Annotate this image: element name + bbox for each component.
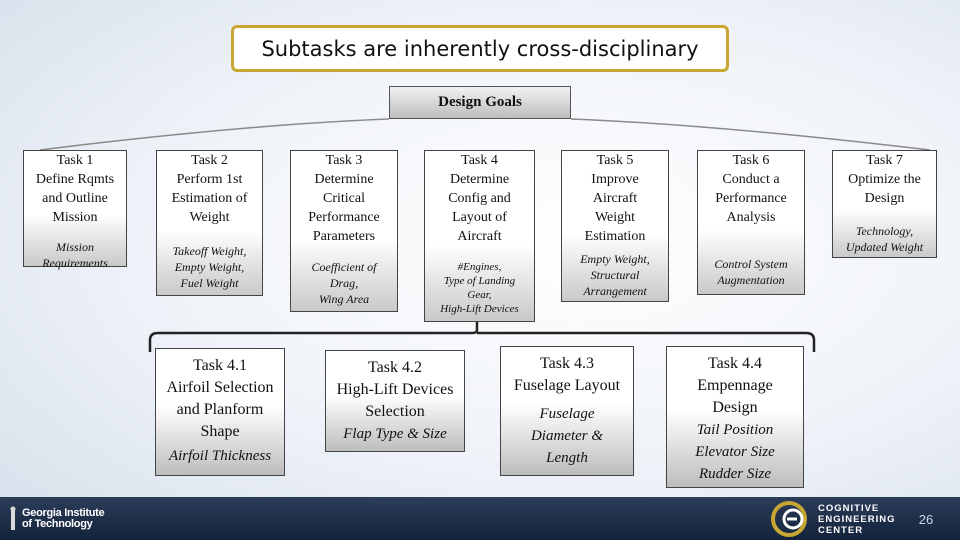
task-1-title: Task 1 bbox=[56, 153, 94, 168]
task-7-desc-line: Optimize the bbox=[848, 172, 921, 187]
task-3-desc-line: Critical bbox=[323, 191, 365, 206]
cec-logo-line: ENGINEERING bbox=[818, 514, 896, 525]
task-2-output-line: Takeoff Weight, bbox=[172, 244, 247, 258]
task-4-desc-line: Aircraft bbox=[457, 229, 502, 244]
task-1-box: Task 1 Define Rqmts and Outline Mission … bbox=[23, 150, 127, 270]
task-3-output-line: Coefficient of bbox=[311, 260, 377, 274]
task-3-output-line: Wing Area bbox=[318, 292, 370, 306]
task-3-desc-line: Parameters bbox=[312, 229, 376, 244]
subtask-4-2-box: Task 4.2 High-Lift Devices Selection Fla… bbox=[325, 350, 465, 452]
task-2-desc-line: Estimation of bbox=[171, 191, 248, 206]
subtask-4-1-title-line: and Planform bbox=[176, 401, 264, 418]
task-4-desc-line: Determine bbox=[449, 172, 510, 187]
task-4-output-line: High-Lift Devices bbox=[440, 303, 519, 315]
task-3-box: Task 3 Determine Critical Performance Pa… bbox=[290, 150, 398, 312]
task-6-box: Task 6 Conduct a Performance Analysis Co… bbox=[697, 150, 805, 295]
subtask-4-4-title-line: Design bbox=[712, 399, 758, 416]
task-7-desc-line: Design bbox=[864, 191, 905, 206]
subtask-4-2-title-line: Task 4.2 bbox=[368, 359, 422, 376]
task-6-desc-line: Conduct a bbox=[722, 172, 780, 187]
task-7-output-line: Updated Weight bbox=[845, 240, 924, 254]
design-goals-box: Design Goals bbox=[389, 86, 571, 119]
cec-emblem-icon bbox=[771, 501, 807, 537]
task-3-title: Task 3 bbox=[325, 153, 363, 168]
subtask-4-4-output-line: Rudder Size bbox=[698, 466, 772, 482]
task-2-output-line: Empty Weight, bbox=[174, 260, 245, 274]
task-2-title: Task 2 bbox=[191, 153, 228, 168]
subtask-4-2-output-line: Flap Type & Size bbox=[343, 426, 447, 442]
cec-logo-line: COGNITIVE bbox=[818, 503, 880, 514]
subtask-4-2-title-line: Selection bbox=[365, 403, 425, 420]
subtask-4-1-title-line: Airfoil Selection bbox=[166, 379, 274, 396]
subtask-4-1-title-line: Task 4.1 bbox=[193, 357, 247, 374]
task-4-output-line: Type of Landing bbox=[443, 275, 516, 287]
task-2-desc-line: Weight bbox=[189, 210, 230, 225]
slide-title: Subtasks are inherently cross-disciplina… bbox=[231, 25, 729, 72]
task-5-desc-line: Aircraft bbox=[592, 191, 638, 206]
task-7-box: Task 7 Optimize the Design Technology, U… bbox=[832, 150, 937, 258]
subtask-4-3-output-line: Fuselage bbox=[539, 406, 595, 422]
task-6-output-line: Control System bbox=[714, 257, 788, 271]
subtask-4-4-box: Task 4.4 Empennage Design Tail Position … bbox=[666, 346, 804, 488]
task-3-output-line: Drag, bbox=[329, 276, 359, 290]
task-6-title: Task 6 bbox=[732, 153, 770, 168]
subtask-4-1-box: Task 4.1 Airfoil Selection and Planform … bbox=[155, 348, 285, 476]
task-4-desc-line: Layout of bbox=[452, 210, 507, 225]
task-1-output-line: Mission bbox=[55, 240, 94, 254]
task-7-title: Task 7 bbox=[866, 153, 903, 168]
gt-logo-line: of Technology bbox=[22, 518, 93, 530]
arc-left bbox=[39, 118, 390, 151]
task-6-desc-line: Analysis bbox=[726, 210, 776, 225]
subtask-4-3-box: Task 4.3 Fuselage Layout Fuselage Diamet… bbox=[500, 346, 634, 476]
task-5-output-line: Empty Weight, bbox=[580, 252, 650, 266]
task-5-output-line: Structural bbox=[590, 268, 640, 282]
subtask-4-4-title-line: Empennage bbox=[697, 377, 773, 394]
task-3-desc-line: Performance bbox=[308, 210, 380, 225]
task-3-desc-line: Determine bbox=[314, 172, 374, 187]
task-2-output-line: Fuel Weight bbox=[180, 276, 239, 290]
cec-logo-line: CENTER bbox=[818, 525, 864, 536]
task-6-desc-line: Performance bbox=[715, 191, 787, 206]
subtask-4-1-title-line: Shape bbox=[200, 423, 240, 440]
task-5-desc-line: Weight bbox=[594, 210, 636, 225]
task-2-box: Task 2 Perform 1st Estimation of Weight … bbox=[156, 150, 263, 296]
subtask-4-4-output-line: Elevator Size bbox=[695, 444, 775, 460]
subtask-4-4-output-line: Tail Position bbox=[696, 422, 774, 438]
task-5-output-line: Arrangement bbox=[583, 284, 647, 298]
task-4-output-line: Gear, bbox=[467, 289, 492, 301]
task-2-desc-line: Perform 1st bbox=[176, 172, 243, 187]
task-4-box: Task 4 Determine Config and Layout of Ai… bbox=[424, 150, 535, 322]
arc-right bbox=[570, 118, 931, 151]
gt-logo-line: Georgia Institute bbox=[22, 507, 105, 519]
georgia-tech-logo: Georgia Institute of Technology bbox=[8, 505, 120, 533]
task-1-desc-line: Mission bbox=[52, 210, 98, 225]
subtask-4-1-output-line: Airfoil Thickness bbox=[168, 448, 272, 464]
task-4-title: Task 4 bbox=[461, 153, 498, 168]
task-1-desc-line: Define Rqmts bbox=[35, 172, 115, 187]
subtask-4-2-title-line: High-Lift Devices bbox=[336, 381, 454, 398]
task-4-desc-line: Config and bbox=[448, 191, 511, 206]
gt-logo-mark-icon bbox=[10, 506, 16, 530]
task-6-output-line: Augmentation bbox=[717, 273, 785, 287]
subtask-4-3-output-line: Diameter & bbox=[530, 428, 604, 444]
cognitive-engineering-center-logo: COGNITIVE ENGINEERING CENTER bbox=[770, 500, 906, 538]
task-5-title: Task 5 bbox=[596, 153, 634, 168]
task-4-output-line: #Engines, bbox=[457, 261, 502, 273]
subtask-4-3-output-line: Length bbox=[546, 450, 588, 466]
task-7-output-line: Technology, bbox=[855, 224, 914, 238]
task-5-box: Task 5 Improve Aircraft Weight Estimatio… bbox=[561, 150, 669, 302]
task-1-output-line: Requirements bbox=[42, 256, 108, 270]
task-1-desc-line: and Outline bbox=[42, 191, 108, 206]
task-5-desc-line: Estimation bbox=[584, 229, 646, 244]
task-5-desc-line: Improve bbox=[591, 172, 639, 187]
subtask-4-4-title-line: Task 4.4 bbox=[708, 355, 762, 372]
subtask-4-3-title-line: Fuselage Layout bbox=[513, 377, 621, 394]
page-number: 26 bbox=[918, 512, 934, 527]
subtask-4-3-title-line: Task 4.3 bbox=[540, 355, 594, 372]
